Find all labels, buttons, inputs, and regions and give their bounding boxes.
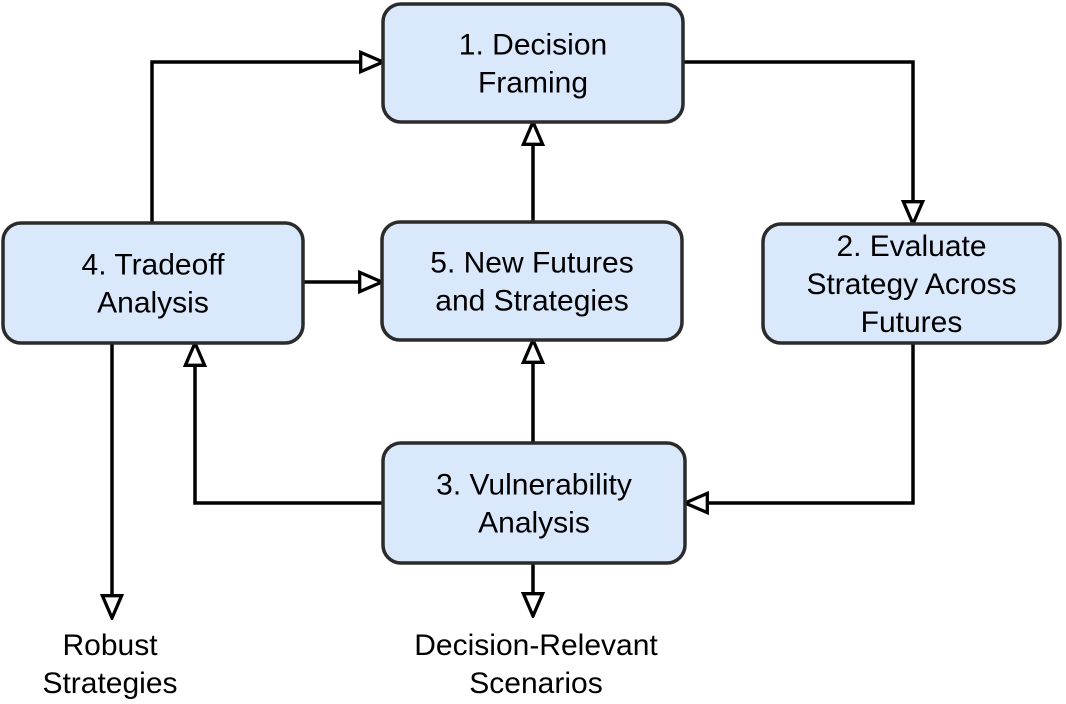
edge-decision-framing-to-evaluate [683,60,913,224]
node-box-new-futures-strategies [380,220,684,342]
node-box-vulnerability-analysis [381,441,687,565]
edge-tradeoff-to-decision-framing [150,62,383,223]
node-box-evaluate-strategy [761,222,1062,345]
edge-evaluate-to-vulnerability [685,343,915,503]
node-box-tradeoff-analysis [1,221,305,345]
edge-vulnerability-to-tradeoff [195,343,383,505]
node-box-decision-framing [381,2,685,124]
